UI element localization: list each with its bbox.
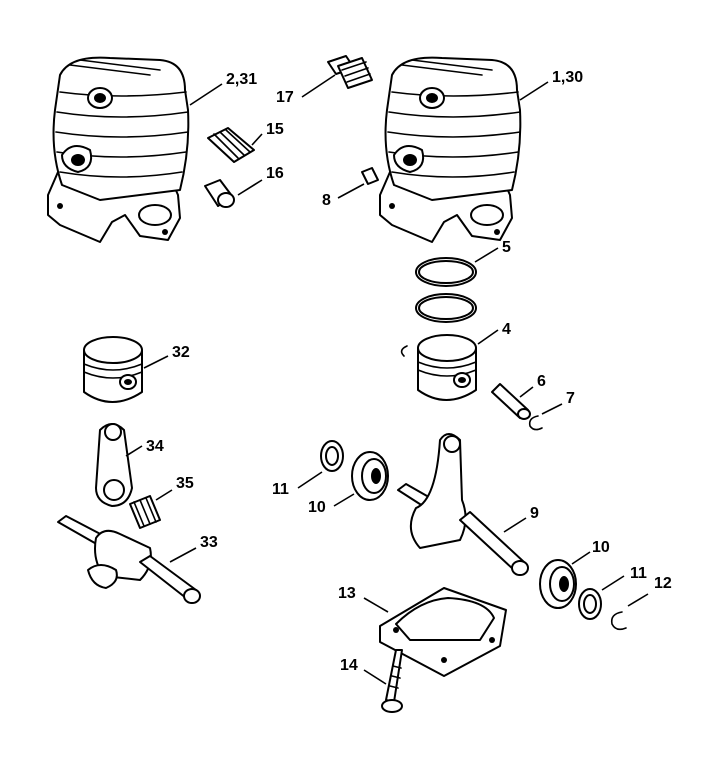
small-fitting: [361, 167, 379, 185]
ball-bearing-left: [351, 451, 389, 501]
callout-15: 15: [266, 121, 284, 138]
callout-9: 9: [530, 505, 539, 522]
leader-line: [297, 471, 323, 489]
leader-line: [571, 551, 591, 565]
callout-34: 34: [146, 438, 164, 455]
callout-10-left: 10: [308, 499, 326, 516]
leader-line: [363, 597, 389, 613]
leader-line: [363, 669, 387, 685]
callout-17: 17: [276, 89, 294, 106]
piston-left: [83, 336, 143, 403]
leader-line: [251, 133, 263, 146]
leader-line: [333, 493, 355, 507]
crankshaft-left: [57, 515, 201, 604]
callout-5: 5: [502, 239, 511, 256]
leader-line: [189, 83, 223, 106]
callout-13: 13: [338, 585, 356, 602]
leader-line: [337, 183, 365, 199]
circlip-right: [528, 415, 543, 431]
leader-line: [601, 575, 625, 591]
crankshaft-right: [397, 433, 529, 576]
callout-6: 6: [537, 373, 546, 390]
leader-line: [627, 593, 649, 607]
oil-seal-right: [578, 588, 602, 620]
decompression-valve: [207, 127, 255, 163]
leader-line: [143, 355, 169, 369]
connecting-rod: [95, 423, 133, 507]
callout-11-right: 11: [630, 565, 647, 582]
callout-2-31: 2,31: [226, 71, 257, 88]
plug-screw: [204, 179, 235, 208]
leader-line: [169, 547, 197, 563]
circlip-crank: [610, 611, 627, 631]
leader-line: [541, 403, 563, 415]
callout-14: 14: [340, 657, 358, 674]
leader-line: [477, 329, 499, 345]
callout-35: 35: [176, 475, 194, 492]
piston-pin: [491, 383, 531, 420]
callout-16: 16: [266, 165, 284, 182]
callout-7: 7: [566, 390, 575, 407]
callout-32: 32: [172, 344, 190, 361]
ball-bearing-right: [539, 559, 577, 609]
callout-33: 33: [200, 534, 218, 551]
callout-12: 12: [654, 575, 672, 592]
cylinder-left: [47, 56, 190, 243]
callout-10-right: 10: [592, 539, 610, 556]
spark-plug: [327, 55, 373, 89]
leader-line: [474, 247, 499, 263]
leader-line: [237, 179, 263, 196]
needle-cage: [129, 495, 161, 529]
leader-line: [519, 81, 549, 101]
callout-8: 8: [322, 192, 331, 209]
oil-seal-left: [320, 440, 344, 472]
callout-11-left: 11: [272, 481, 289, 498]
piston-rings: [415, 257, 477, 323]
leader-line: [155, 489, 173, 501]
leader-line: [519, 386, 534, 398]
crankcase-bottom: [379, 587, 507, 677]
screw: [381, 649, 403, 713]
leader-line: [125, 445, 143, 457]
callout-4: 4: [502, 321, 511, 338]
leader-line: [301, 74, 336, 98]
piston-right: [400, 334, 477, 401]
callout-1-30: 1,30: [552, 69, 583, 86]
leader-line: [503, 517, 527, 533]
cylinder-right: [379, 56, 522, 243]
